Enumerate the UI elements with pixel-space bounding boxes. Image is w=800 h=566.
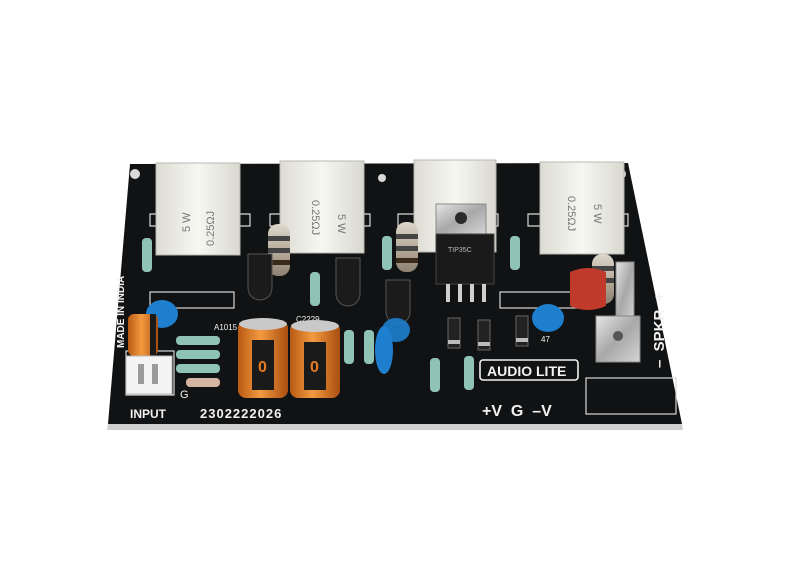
- transistor-a-label: A1015: [214, 323, 238, 332]
- power-resistor: [396, 222, 418, 272]
- electrolytic-capacitor: 0: [238, 318, 288, 398]
- power-resistor: [268, 224, 290, 276]
- svg-text:5 W: 5 W: [335, 214, 347, 234]
- svg-text:0.25ΩJ: 0.25ΩJ: [205, 211, 217, 246]
- small-resistors: [142, 236, 520, 392]
- mounting-hole: [130, 169, 140, 179]
- cement-resistor: 5 W 0.25ΩJ: [279, 160, 365, 254]
- svg-text:TIP35C: TIP35C: [448, 247, 472, 254]
- mounting-hole: [378, 174, 386, 182]
- electrolytic-capacitor: 0: [290, 320, 340, 398]
- electrolytic-capacitor: [128, 314, 158, 356]
- input-connector: [125, 355, 173, 395]
- small-transistor: [335, 257, 361, 307]
- cement-resistor: 5 W 0.25ΩJ: [539, 161, 625, 255]
- transistor-c-label: C2229: [296, 315, 320, 324]
- power-transistor: TIP35C: [435, 203, 495, 302]
- svg-text:0.25ΩJ: 0.25ΩJ: [309, 200, 321, 235]
- pcb-edge: [107, 424, 683, 430]
- brand-badge-text: AUDIO LITE: [487, 363, 566, 379]
- diode: [515, 315, 529, 347]
- ceramic-capacitor: 47: [532, 304, 564, 344]
- svg-text:0: 0: [310, 359, 319, 376]
- cement-resistor: 5 W 0.25ΩJ: [155, 162, 241, 256]
- made-in-label: MADE IN INDIA: [116, 276, 127, 348]
- small-transistor: [247, 253, 273, 301]
- ground-label: G: [180, 389, 189, 401]
- svg-text:5 W: 5 W: [591, 204, 603, 224]
- power-terminal-label: +V G –V: [482, 403, 552, 420]
- svg-text:0.25ΩJ: 0.25ΩJ: [565, 196, 577, 231]
- svg-text:47: 47: [541, 335, 550, 344]
- small-transistor: [385, 279, 411, 325]
- speaker-label: – SPKR +: [651, 292, 668, 368]
- serial-number: 2302222026: [200, 406, 282, 421]
- diode: [477, 319, 491, 351]
- film-capacitor: [570, 268, 606, 310]
- svg-text:0: 0: [258, 359, 267, 376]
- svg-text:5 W: 5 W: [181, 212, 193, 232]
- speaker-terminal: [595, 261, 641, 363]
- input-label: INPUT: [130, 407, 167, 421]
- ceramic-capacitor: [382, 318, 410, 342]
- brand-badge: AUDIO LITE: [479, 359, 579, 381]
- diode: [447, 317, 461, 349]
